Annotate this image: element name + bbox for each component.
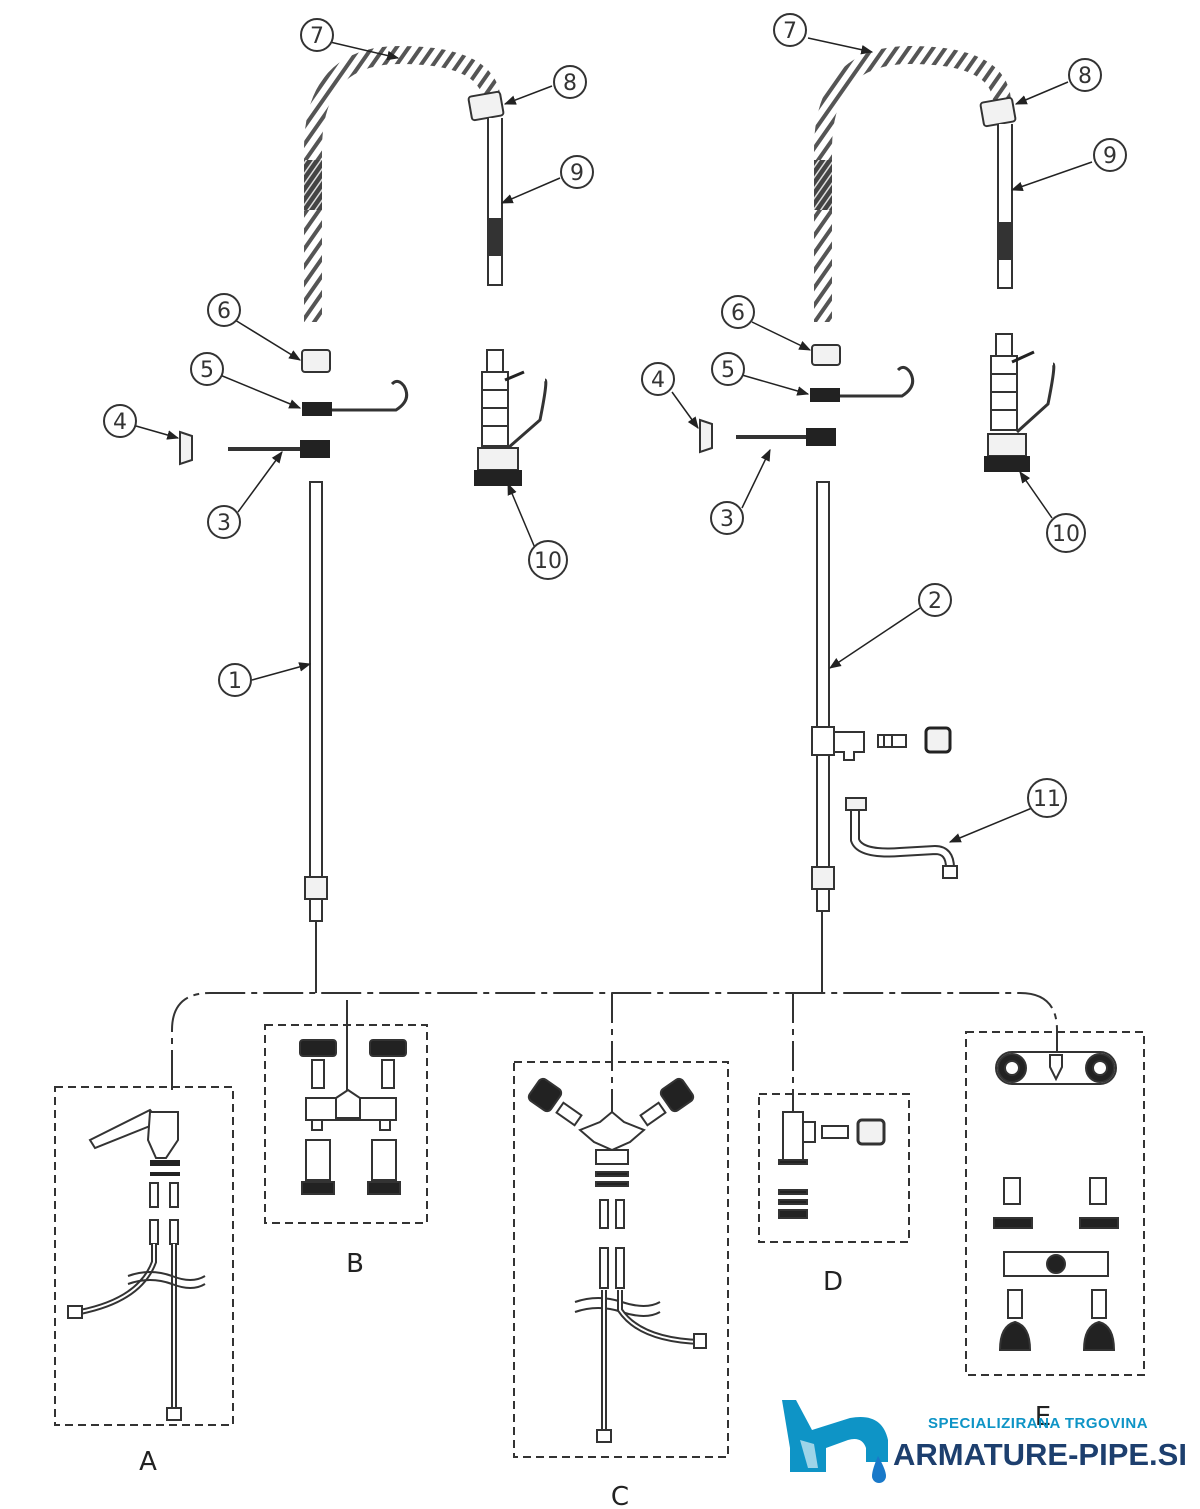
callout-left-5: 5 [190, 352, 224, 386]
spout-grip-right [998, 222, 1012, 260]
callout-number: 5 [721, 358, 735, 383]
callout-number: 7 [310, 24, 324, 49]
spring-collar-right [979, 96, 1017, 128]
callout-right-7: 7 [773, 13, 807, 47]
water-drop-icon [872, 1456, 886, 1483]
option-box-c [513, 1061, 729, 1458]
spring-hose-left [304, 45, 501, 322]
callout-right-3: 3 [710, 501, 744, 535]
callout-right-6: 6 [721, 295, 755, 329]
callout-number: 5 [200, 358, 214, 383]
callout-number: 6 [217, 299, 231, 324]
callout-left-10: 10 [528, 540, 568, 580]
pole-1-left [309, 481, 323, 878]
callout-number: 1 [228, 669, 242, 694]
pole-thread-right [816, 888, 830, 912]
callout-number: 4 [113, 410, 127, 435]
connection-lines [171, 992, 1058, 1128]
spray-valve-right [984, 333, 1056, 472]
option-box-a [54, 1086, 234, 1426]
callout-left-6: 6 [207, 293, 241, 327]
callout-left-3: 3 [207, 505, 241, 539]
section-label-e: E [1035, 1402, 1051, 1432]
callout-number: 9 [1103, 144, 1117, 169]
section-label-a: A [139, 1447, 157, 1477]
swivel-spout-11 [850, 806, 955, 869]
part-4-left [179, 430, 193, 466]
callout-number: 8 [1078, 64, 1092, 89]
part-5-right [810, 388, 840, 402]
option-box-b [264, 1024, 428, 1224]
spout-tube-left [487, 118, 503, 286]
part-5-hook-right [840, 365, 915, 398]
spray-valve-left [474, 349, 548, 486]
callout-number: 10 [1052, 522, 1080, 547]
callout-right-8: 8 [1068, 58, 1102, 92]
option-box-e [965, 1031, 1145, 1376]
callout-right-5: 5 [711, 352, 745, 386]
spout-grip-left [488, 218, 502, 256]
callout-left-8: 8 [553, 65, 587, 99]
store-logo: SPECIALIZIRANA TRGOVINA ARMATURE-PIPE.SI [782, 1400, 1187, 1483]
callout-leaders [135, 37, 1093, 843]
section-label-d: D [823, 1267, 843, 1297]
swivel-spout-tip [942, 865, 958, 879]
faucet-logo-icon [782, 1400, 888, 1483]
swivel-spout-nut [845, 797, 867, 811]
part-3-sleeve-left [300, 440, 330, 458]
callout-left-7: 7 [300, 18, 334, 52]
callout-left-4: 4 [103, 404, 137, 438]
spout-tube-right [997, 124, 1013, 289]
callout-left-9: 9 [560, 155, 594, 189]
callout-number: 10 [534, 549, 562, 574]
callout-number: 8 [563, 71, 577, 96]
section-label-c: C [611, 1482, 629, 1509]
spring-collar-left [467, 90, 505, 122]
callout-number: 3 [217, 511, 231, 536]
callout-number: 4 [651, 368, 665, 393]
callout-right-4: 4 [641, 362, 675, 396]
part-5-hook-left [332, 379, 409, 412]
section-label-b: B [346, 1249, 364, 1279]
callout-right-2: 2 [918, 583, 952, 617]
logo-tagline: SPECIALIZIRANA TRGOVINA [928, 1415, 1148, 1432]
left-assembly [179, 45, 548, 993]
spring-hose-right [814, 45, 1011, 322]
callout-right-11: 11 [1027, 778, 1067, 818]
pole-nut-left [304, 876, 328, 900]
callout-right-9: 9 [1093, 138, 1127, 172]
callout-number: 6 [731, 301, 745, 326]
tee-fitting-right [811, 726, 952, 761]
pole-2-right [816, 481, 830, 868]
part-3-sleeve-right [806, 428, 836, 446]
part-6-left [301, 349, 331, 373]
part-5-left [302, 402, 332, 416]
pole-nut-right [811, 866, 835, 890]
pole-thread-left [309, 898, 323, 922]
callout-left-1: 1 [218, 663, 252, 697]
part-4-right [699, 418, 713, 454]
callout-number: 9 [570, 161, 584, 186]
callout-number: 7 [783, 19, 797, 44]
right-assembly [699, 45, 1056, 993]
callout-number: 2 [928, 589, 942, 614]
option-box-d [758, 1093, 910, 1243]
logo-name: ARMATURE-PIPE.SI [893, 1437, 1187, 1472]
callout-number: 11 [1033, 787, 1061, 812]
callout-right-10: 10 [1046, 513, 1086, 553]
part-6-right [811, 344, 841, 366]
callout-number: 3 [720, 507, 734, 532]
